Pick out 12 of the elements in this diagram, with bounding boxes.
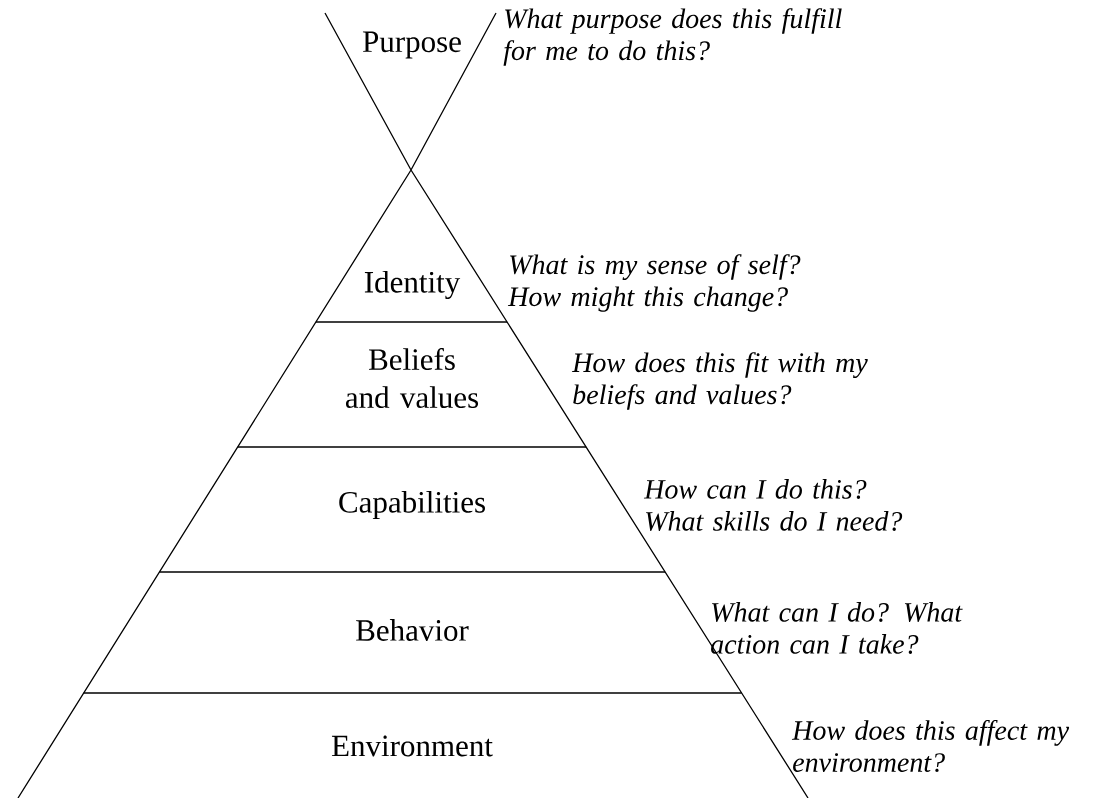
level-label: Purpose [362, 31, 461, 59]
level-label: Environment [331, 735, 493, 757]
level-label: Capabilities [339, 490, 485, 520]
question-text: How does this fit with my beliefs and values? [571, 352, 868, 410]
question-text: What is my sense of self? How might this change? [507, 254, 801, 312]
question-text: What can I do? What action can I take? [711, 602, 963, 654]
question-text: What purpose does this fulfill for me to do this? [503, 8, 842, 66]
question-text: How does this affect my environment? [791, 719, 1070, 773]
question-text: How can I do this? What skills do I need? [643, 479, 903, 531]
level-label: Beliefs and values [345, 347, 479, 409]
level-label: Behavior [356, 619, 469, 641]
level-label: Identity [364, 270, 461, 300]
